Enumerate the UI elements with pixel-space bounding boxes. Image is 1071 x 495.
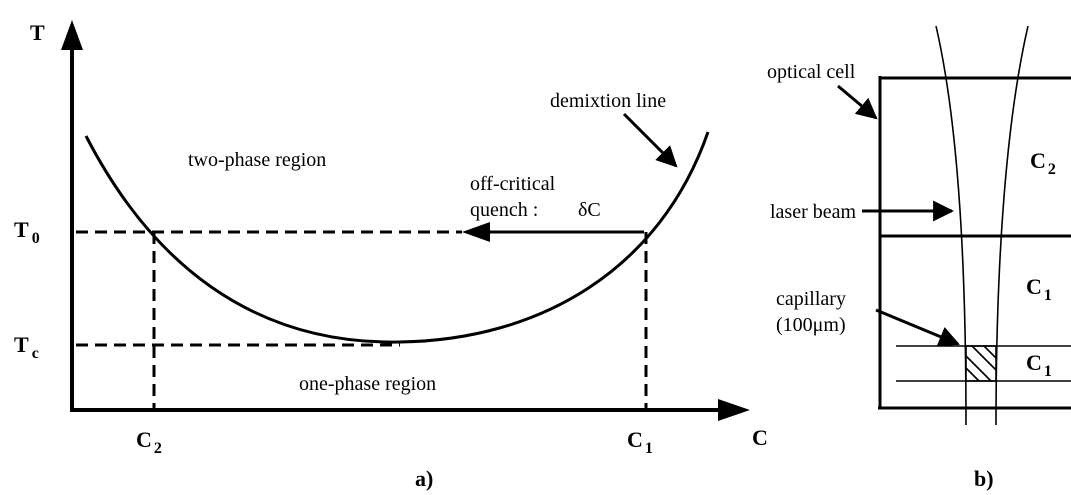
capillary-section bbox=[965, 345, 997, 382]
temperature-axis-label: T bbox=[30, 20, 45, 45]
concentration-axis-label: C bbox=[752, 425, 768, 450]
laser-beam-left-edge bbox=[935, 25, 967, 426]
demixtion-pointer bbox=[622, 112, 678, 168]
capillary-hatching bbox=[965, 345, 997, 382]
capillary-label-line2: (100μm) bbox=[776, 314, 846, 336]
demixtion-curve bbox=[84, 131, 710, 344]
temperature-axis-arrow-icon bbox=[61, 20, 83, 50]
optical-cell-label: optical cell bbox=[767, 61, 856, 83]
panel-a-caption: a) bbox=[415, 466, 433, 491]
capillary-label-line1: capillary bbox=[776, 288, 846, 310]
quench-label-line2: quench : bbox=[470, 199, 538, 221]
quench-arrow-head-icon bbox=[462, 222, 490, 242]
one-phase-region-label: one-phase region bbox=[299, 373, 436, 395]
panel-b-caption: b) bbox=[974, 466, 994, 491]
optical-cell-pointer bbox=[837, 84, 878, 120]
laser-beam-right-edge bbox=[995, 25, 1029, 426]
demixtion-line-label: demixtion line bbox=[550, 90, 666, 112]
concentration-axis-arrow-icon bbox=[718, 399, 750, 421]
two-phase-region-label: two-phase region bbox=[188, 149, 326, 171]
laser-beam-label: laser beam bbox=[770, 201, 857, 223]
panel-b: optical cell laser beam capillary (100μm… bbox=[767, 25, 1071, 491]
quench-label-line1: off-critical bbox=[470, 173, 556, 195]
delta-c-label: δC bbox=[578, 199, 601, 221]
capillary-pointer bbox=[875, 308, 960, 347]
